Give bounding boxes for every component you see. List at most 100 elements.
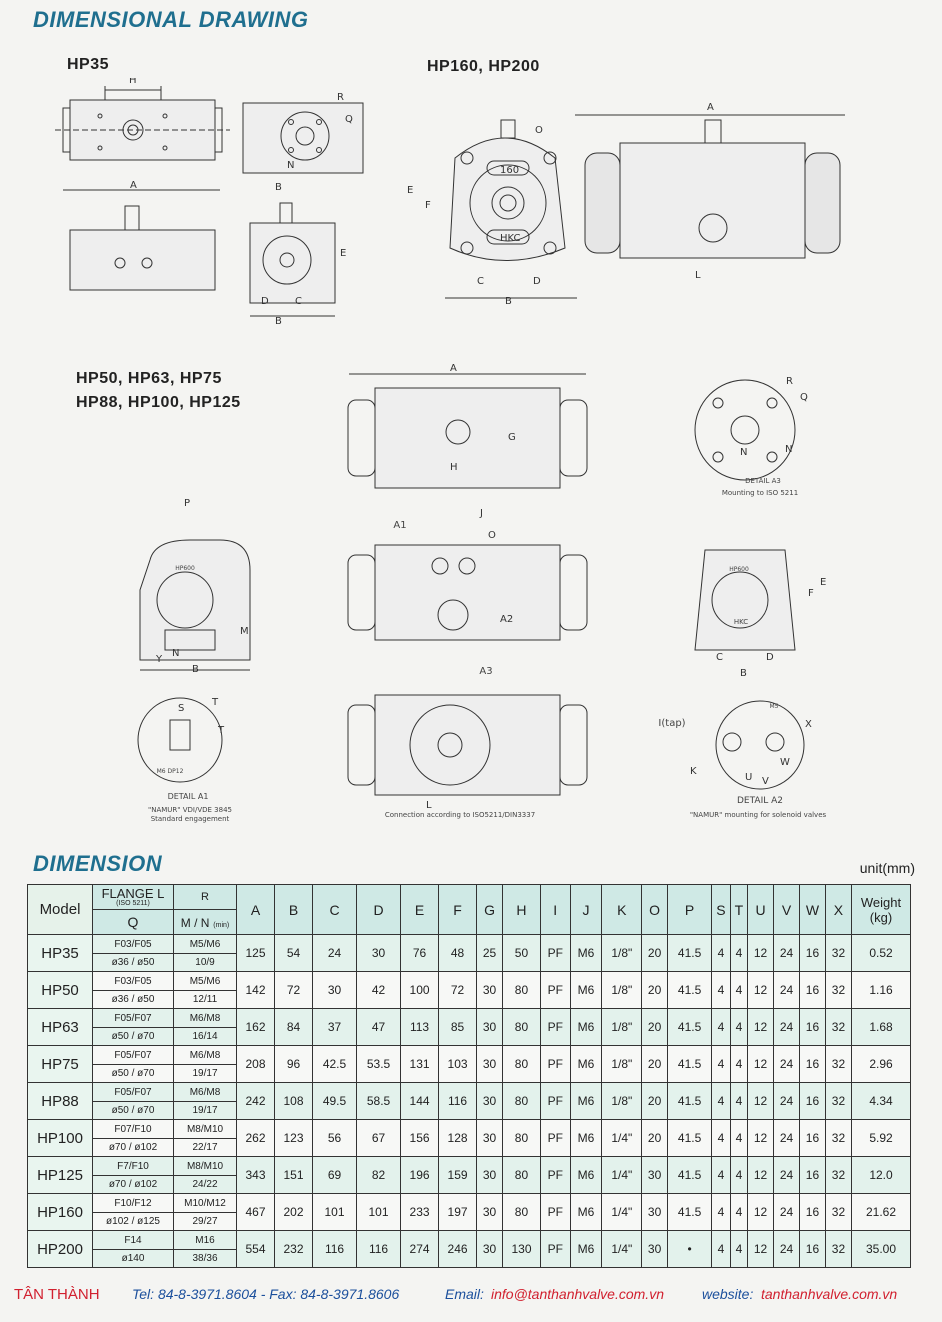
header-flange-iso: (ISO 5211) (116, 900, 150, 907)
hkc-label: HKC (733, 618, 749, 626)
cell-j: M6 (569, 1082, 603, 1120)
cell-s: 4 (711, 1119, 731, 1157)
cell-s: 4 (711, 934, 731, 972)
cell-j: M6 (569, 1156, 603, 1194)
cell-x: 32 (824, 1045, 853, 1083)
cell-b: 202 (274, 1193, 313, 1231)
cell-t: 4 (729, 1045, 749, 1083)
label-hp50-line2: HP88, HP100, HP125 (76, 394, 241, 411)
header-col: C (311, 884, 358, 935)
cell-t: 4 (729, 971, 749, 1009)
cell-h: 80 (501, 1082, 541, 1120)
header-col: D (356, 884, 402, 935)
cell-weight: 21.62 (851, 1193, 911, 1231)
cell-v: 24 (773, 1119, 800, 1157)
cell-o: 20 (641, 1082, 669, 1120)
svg-text:A: A (130, 180, 137, 191)
cell-v: 24 (773, 1082, 800, 1120)
svg-text:N: N (287, 160, 294, 171)
cell-u: 12 (747, 1193, 775, 1231)
cell-flange: F7/F10 (92, 1156, 174, 1176)
header-weight: Weight (kg) (851, 884, 911, 935)
cell-model: HP200 (27, 1230, 93, 1268)
cell-u: 12 (747, 1082, 775, 1120)
cell-p: 41.5 (667, 1008, 713, 1046)
svg-text:D: D (261, 296, 269, 307)
cell-g: 30 (476, 1008, 503, 1046)
dimension-table: Model FLANGE L (ISO 5211) R A B C D E F … (27, 884, 911, 1268)
cell-s: 4 (711, 1045, 731, 1083)
cell-w: 16 (798, 1045, 826, 1083)
cell-c: 37 (311, 1008, 358, 1046)
svg-text:K: K (690, 766, 697, 777)
cell-u: 12 (747, 934, 775, 972)
svg-text:C: C (295, 296, 302, 307)
header-flange-title: FLANGE L (101, 886, 165, 901)
svg-text:O: O (535, 125, 543, 136)
cell-p: 41.5 (667, 1119, 713, 1157)
cell-x: 32 (824, 971, 853, 1009)
cell-h: 50 (501, 934, 541, 972)
cell-i: PF (539, 1119, 571, 1157)
cell-a: 554 (236, 1230, 275, 1268)
cell-j: M6 (569, 1045, 603, 1083)
svg-text:W: W (780, 757, 790, 768)
cell-o: 30 (641, 1230, 669, 1268)
cell-b: 72 (274, 971, 313, 1009)
cell-h: 80 (501, 1156, 541, 1194)
cell-r: M6/M8 (173, 1082, 237, 1102)
cell-r: M8/M10 (173, 1156, 237, 1176)
cell-d: 67 (356, 1119, 402, 1157)
cell-b: 151 (274, 1156, 313, 1194)
cell-flange: F10/F12 (92, 1193, 174, 1213)
cell-o: 20 (641, 1119, 669, 1157)
cell-p: 41.5 (667, 1082, 713, 1120)
cell-j: M6 (569, 971, 603, 1009)
cell-f: 159 (438, 1156, 478, 1194)
svg-text:T: T (217, 725, 225, 736)
svg-text:E: E (340, 248, 346, 259)
cell-flange: F05/F07 (92, 1008, 174, 1028)
cell-t: 4 (729, 1156, 749, 1194)
cell-model: HP50 (27, 971, 93, 1009)
footer-tel: Tel: 84-8-3971.8604 - Fax: 84-8-3971.860… (132, 1286, 400, 1302)
header-col: K (601, 884, 643, 935)
cell-x: 32 (824, 1193, 853, 1231)
footer-web-link[interactable]: tanthanhvalve.com.vn (761, 1286, 898, 1302)
cell-flange: F14 (92, 1230, 174, 1250)
cell-s: 4 (711, 1082, 731, 1120)
footer-email-link[interactable]: info@tanthanhvalve.com.vn (491, 1286, 664, 1302)
cell-s: 4 (711, 1193, 731, 1231)
cell-p: 41.5 (667, 971, 713, 1009)
cell-p: 41.5 (667, 1193, 713, 1231)
footer: TÂN THÀNH Tel: 84-8-3971.8604 - Fax: 84-… (0, 1280, 942, 1310)
cell-v: 24 (773, 971, 800, 1009)
svg-text:Q: Q (345, 114, 353, 125)
cell-e: 113 (400, 1008, 440, 1046)
unit-label: unit(mm) (859, 860, 915, 876)
cell-k: 1/4" (601, 1193, 643, 1231)
header-col: G (476, 884, 503, 935)
cell-w: 16 (798, 934, 826, 972)
cell-f: 246 (438, 1230, 478, 1268)
cell-h: 80 (501, 971, 541, 1009)
cell-h: 80 (501, 1008, 541, 1046)
cell-o: 30 (641, 1156, 669, 1194)
cell-v: 24 (773, 1193, 800, 1231)
section-title-drawing: DIMENSIONAL DRAWING (33, 7, 309, 32)
label-hp160-hp200: HP160, HP200 (427, 58, 540, 75)
footer-web-label: website: (702, 1286, 754, 1302)
cell-f: 128 (438, 1119, 478, 1157)
svg-text:B: B (275, 316, 282, 327)
cell-model: HP88 (27, 1082, 93, 1120)
cell-r: M16 (173, 1230, 237, 1250)
cell-mn: 24/22 (173, 1175, 237, 1194)
footer-email-label: Email: (445, 1286, 484, 1302)
label-hp35: HP35 (67, 56, 110, 73)
cell-f: 72 (438, 971, 478, 1009)
cell-k: 1/8" (601, 1045, 643, 1083)
cell-e: 144 (400, 1082, 440, 1120)
